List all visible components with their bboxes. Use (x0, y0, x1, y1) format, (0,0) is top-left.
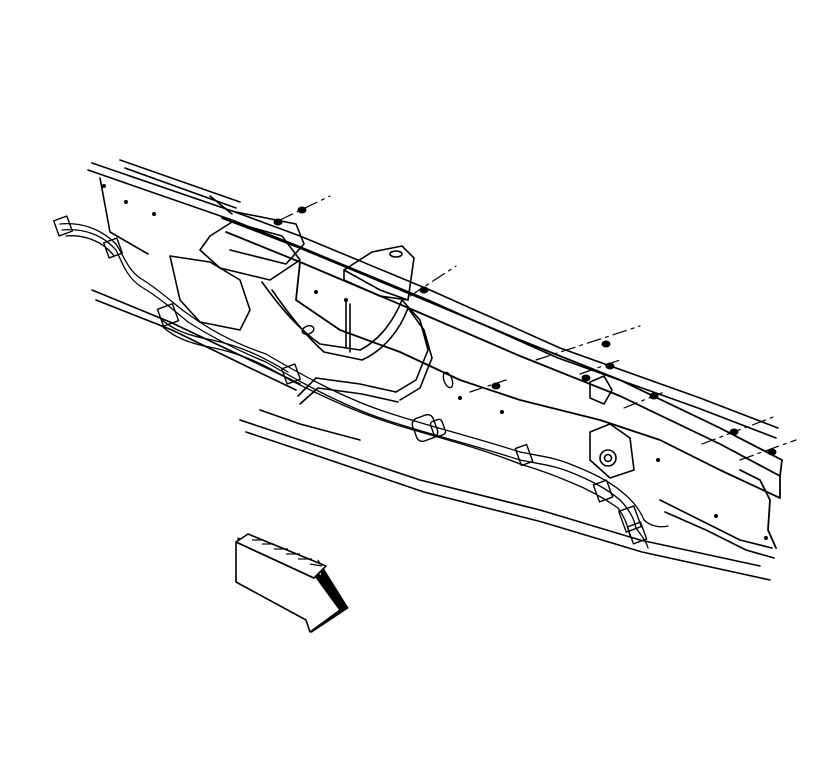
bolt-icon (581, 374, 591, 382)
right-frame-rail (91, 289, 775, 581)
frame-holes (102, 184, 768, 540)
line-clips (52, 215, 648, 545)
fasteners (273, 206, 777, 456)
left-frame-rail (87, 159, 779, 439)
main-side-rail (221, 217, 783, 549)
bolt-icon (601, 340, 611, 348)
bolt-icon (605, 362, 615, 370)
rear-bracket (589, 375, 635, 479)
bolt-icon (419, 286, 429, 294)
bolt-icon (729, 428, 739, 436)
fastener-center-lines (279, 195, 797, 461)
bolt-icon (491, 382, 501, 390)
fuel-and-brake-lines (59, 222, 669, 549)
bolt-icon (273, 218, 283, 226)
front-direction-arrow-icon (235, 533, 349, 634)
bolt-icon (767, 448, 777, 456)
crossmember (169, 211, 433, 405)
bolt-icon (649, 392, 659, 400)
mounting-bracket (343, 245, 415, 301)
bolt-icon (297, 206, 307, 214)
